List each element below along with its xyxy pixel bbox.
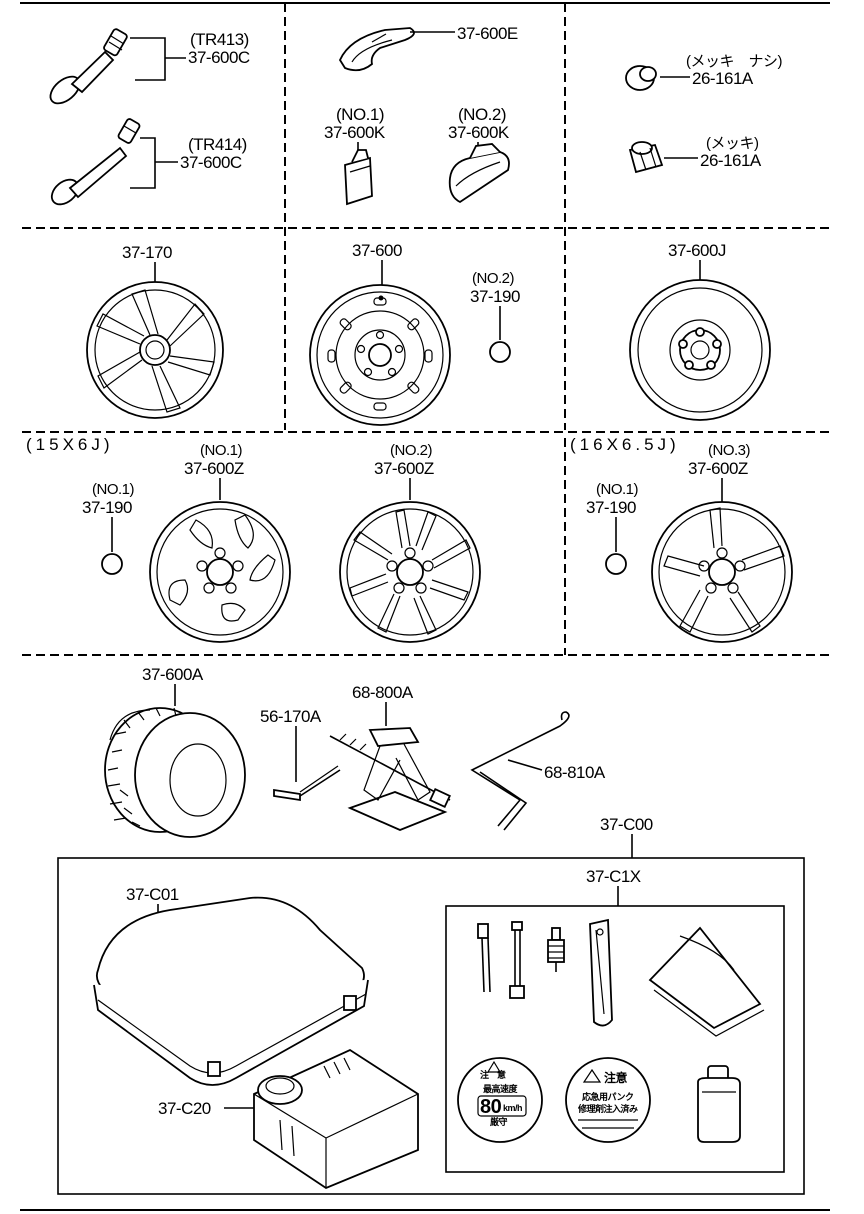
sticker-left-unit: km/h — [503, 1103, 522, 1113]
label-56-170a: 56-170A — [260, 707, 322, 726]
label-26-161a-b: 26-161A — [700, 151, 762, 170]
label-no3: (NO.3) — [708, 442, 751, 459]
alloy-wheel-no3 — [651, 501, 793, 643]
label-37-190-a: 37-190 — [470, 287, 520, 306]
cap-37-190-no2 — [489, 341, 511, 363]
jack-handle-56-170a — [273, 765, 341, 802]
kit-frame-37-c00 — [57, 857, 805, 1195]
label-37-600c-b: 37-600C — [180, 153, 242, 172]
weight-37-600k-no2 — [448, 143, 510, 204]
valve-tr414 — [50, 118, 141, 206]
grid-lines — [20, 2, 830, 1211]
sticker-left-speed: 80 — [480, 1096, 502, 1118]
label-no1-c: (NO.1) — [200, 442, 243, 459]
label-37-600e: 37-600E — [457, 24, 518, 43]
cap-37-190-no1-a — [101, 553, 123, 575]
sealant-bottle — [697, 1065, 741, 1143]
label-26-161a-a: 26-161A — [692, 69, 754, 88]
label-no2-c: (NO.2) — [390, 442, 433, 459]
label-no2-a: (NO.2) — [458, 105, 506, 124]
label-mekki-nashi: (メッキ ナシ) — [686, 53, 782, 70]
label-37-600: 37-600 — [352, 241, 402, 260]
label-37-600z-a: 37-600Z — [184, 459, 244, 478]
label-no1-a: (NO.1) — [336, 105, 384, 124]
label-37-600c-a: 37-600C — [188, 48, 250, 67]
sticker-left-line1: 最高速度 — [483, 1083, 519, 1094]
label-37-600a: 37-600A — [142, 665, 204, 684]
weight-37-600k-no1 — [344, 149, 373, 206]
label-37-c01: 37-C01 — [126, 885, 179, 904]
sticker-speed-limit: 注 意 最高速度 80 km/h 厳守 — [457, 1057, 543, 1143]
label-68-800a: 68-800A — [352, 683, 414, 702]
label-37-600k-b: 37-600K — [448, 123, 510, 142]
label-tr414: (TR414) — [188, 135, 247, 154]
jack-68-800a — [329, 727, 451, 831]
wheel-wrench-68-810a — [470, 711, 570, 831]
sticker-right-line1: 応急用パンク — [582, 1091, 634, 1102]
repair-hose — [477, 923, 491, 993]
wheel-cover-37-170 — [86, 281, 224, 419]
label-no1-b: (NO.1) — [92, 481, 135, 498]
label-37-600k-a: 37-600K — [324, 123, 386, 142]
label-37-190-c: 37-190 — [586, 498, 636, 517]
label-mekki: (メッキ) — [706, 135, 759, 152]
valve-core-tool — [509, 921, 525, 999]
case-37-c01 — [93, 896, 369, 1086]
instruction-manual — [648, 926, 765, 1037]
label-37-600j: 37-600J — [668, 241, 726, 260]
sticker-repair-caution: 注意 応急用パンク 修理剤注入済み — [565, 1057, 651, 1143]
label-37-c20: 37-C20 — [158, 1099, 211, 1118]
weight-37-600e — [338, 27, 415, 72]
label-tr413: (TR413) — [190, 30, 249, 49]
tire-37-600a — [104, 707, 246, 838]
steel-wheel-37-600 — [309, 284, 451, 426]
label-no2-b: (NO.2) — [472, 270, 515, 287]
alloy-wheel-no2 — [339, 501, 481, 643]
label-37-c1x: 37-C1X — [586, 867, 641, 886]
repair-kit-37-c1x — [445, 905, 785, 1173]
spare-wheel-37-600j — [629, 279, 771, 421]
label-37-170: 37-170 — [122, 243, 172, 262]
label-68-810a: 68-810A — [544, 763, 606, 782]
label-no1-d: (NO.1) — [596, 481, 639, 498]
label-size-16x65j: (16X6.5J) — [570, 435, 680, 454]
label-37-190-b: 37-190 — [82, 498, 132, 517]
label-37-600z-b: 37-600Z — [374, 459, 434, 478]
sticker-right-line2: 修理剤注入済み — [577, 1103, 638, 1114]
compressor-37-c20 — [253, 1048, 419, 1190]
label-37-600z-c: 37-600Z — [688, 459, 748, 478]
valve-tr413 — [49, 28, 128, 105]
label-size-15x6j: (15X6J) — [26, 435, 114, 454]
label-37-c00: 37-C00 — [600, 815, 653, 834]
cap-37-190-no1-b — [605, 553, 627, 575]
alloy-wheel-no1 — [149, 501, 291, 643]
valve-core — [547, 927, 565, 972]
sticker-left-title: 注 意 — [480, 1069, 506, 1080]
nut-26-161a-a — [625, 65, 657, 91]
sticker-right-title: 注意 — [604, 1070, 628, 1085]
tire-tool — [589, 918, 613, 1027]
nut-26-161a-b — [628, 141, 664, 174]
sticker-left-line2: 厳守 — [490, 1116, 508, 1127]
